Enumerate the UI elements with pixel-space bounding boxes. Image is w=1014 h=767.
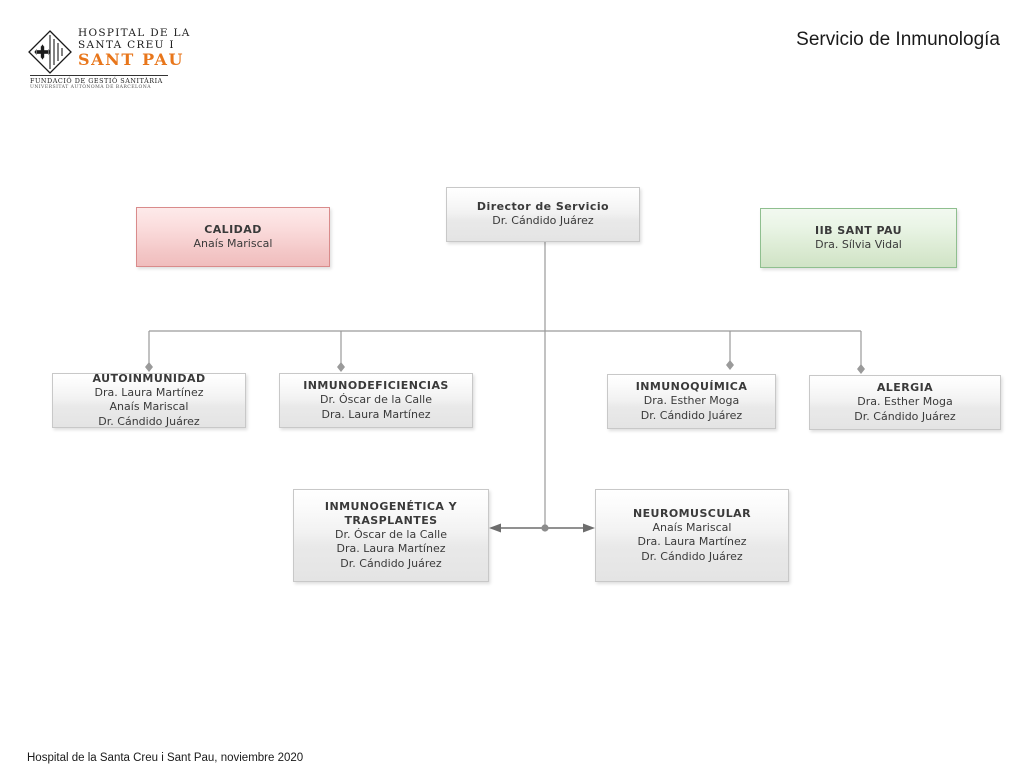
org-node-person: Anaís Mariscal: [193, 236, 273, 250]
org-node-person: Dra. Laura Martínez: [321, 407, 431, 421]
logo-subtitle-foundation: FUNDACIÓ DE GESTIÓ SANITÀRIA: [30, 77, 163, 85]
logo-line-1: HOSPITAL DE LA: [78, 27, 191, 39]
diamond-marker-autoinmunidad: [145, 362, 153, 372]
org-node-title: INMUNOGENÉTICA Y: [324, 499, 458, 513]
org-node-inmunogenetica-y-trasplantes[interactable]: INMUNOGENÉTICA Y TRASPLANTES Dr. Óscar d…: [293, 489, 489, 582]
diamond-marker-inmunodeficiencias: [337, 362, 345, 372]
org-node-title: CALIDAD: [204, 222, 262, 236]
org-node-person: Anaís Mariscal: [652, 520, 732, 534]
footer-note: Hospital de la Santa Creu i Sant Pau, no…: [27, 752, 304, 764]
diamond-marker-alergia: [857, 364, 865, 374]
org-node-person: Dr. Cándido Juárez: [492, 214, 594, 228]
org-node-autoinmunidad[interactable]: AUTOINMUNIDAD Dra. Laura Martínez Anaís …: [52, 371, 246, 428]
org-node-person: Dr. Cándido Juárez: [641, 549, 743, 563]
org-node-title: ALERGIA: [876, 381, 934, 394]
org-node-person: Dra. Esther Moga: [857, 395, 953, 408]
org-node-title: AUTOINMUNIDAD: [92, 371, 206, 385]
org-node-person: Dr. Cándido Juárez: [640, 408, 743, 422]
org-node-person: Dra. Laura Martínez: [637, 535, 747, 549]
org-node-person: Dra. Esther Moga: [643, 394, 740, 407]
org-node-title: INMUNOQUÍMICA: [635, 380, 748, 393]
org-node-inmunoquimica[interactable]: INMUNOQUÍMICA Dra. Esther Moga Dr. Cándi…: [607, 374, 776, 429]
diamond-marker-inmunoquimica: [726, 360, 734, 370]
org-node-neuromuscular[interactable]: NEUROMUSCULAR Anaís Mariscal Dra. Laura …: [595, 489, 789, 582]
org-node-iib-sant-pau[interactable]: IIB SANT PAU Dra. Sílvia Vidal: [760, 208, 957, 268]
org-node-calidad[interactable]: CALIDAD Anaís Mariscal: [136, 207, 330, 267]
org-node-person: Dr. Cándido Juárez: [98, 414, 200, 428]
org-node-inmunodeficiencias[interactable]: INMUNODEFICIENCIAS Dr. Óscar de la Calle…: [279, 373, 473, 428]
connector-bidirectional-link: [489, 523, 595, 533]
org-node-title: Director de Servicio: [476, 200, 610, 214]
org-node-person: Dra. Laura Martínez: [94, 385, 204, 399]
sant-pau-cross-diamond-icon: [28, 30, 72, 74]
org-node-person: Anaís Mariscal: [109, 400, 189, 414]
org-node-director[interactable]: Director de Servicio Dr. Cándido Juárez: [446, 187, 640, 242]
logo-line-3: SANT PAU: [78, 50, 185, 69]
org-node-person: Dra. Laura Martínez: [336, 542, 446, 556]
org-node-title: IIB SANT PAU: [815, 223, 902, 237]
hospital-logo: HOSPITAL DE LA SANTA CREU I SANT PAU FUN…: [28, 27, 191, 90]
org-node-title: NEUROMUSCULAR: [632, 506, 752, 520]
org-node-person: Dr. Cándido Juárez: [854, 409, 956, 423]
logo-wordmark: HOSPITAL DE LA SANTA CREU I SANT PAU: [78, 27, 191, 69]
logo-subtitle-university: UNIVERSITAT AUTÒNOMA DE BARCELONA: [30, 85, 152, 90]
logo-line-2: SANTA CREU I: [78, 38, 175, 51]
connector-diamond-markers: [145, 360, 865, 374]
org-node-title-continued: TRASPLANTES: [344, 513, 438, 527]
org-node-alergia[interactable]: ALERGIA Dra. Esther Moga Dr. Cándido Juá…: [809, 375, 1001, 430]
org-node-person: Dr. Óscar de la Calle: [334, 527, 447, 541]
org-node-person: Dr. Óscar de la Calle: [319, 393, 432, 406]
org-node-person: Dra. Sílvia Vidal: [815, 237, 902, 251]
link-junction-dot: [541, 524, 549, 532]
arrowhead-left-icon: [489, 523, 501, 533]
page-title: Servicio de Inmunología: [796, 29, 1000, 50]
logo-divider: [30, 75, 168, 76]
org-node-person: Dr. Cándido Juárez: [340, 556, 442, 570]
org-node-title: INMUNODEFICIENCIAS: [303, 379, 449, 392]
arrowhead-right-icon: [583, 523, 595, 533]
